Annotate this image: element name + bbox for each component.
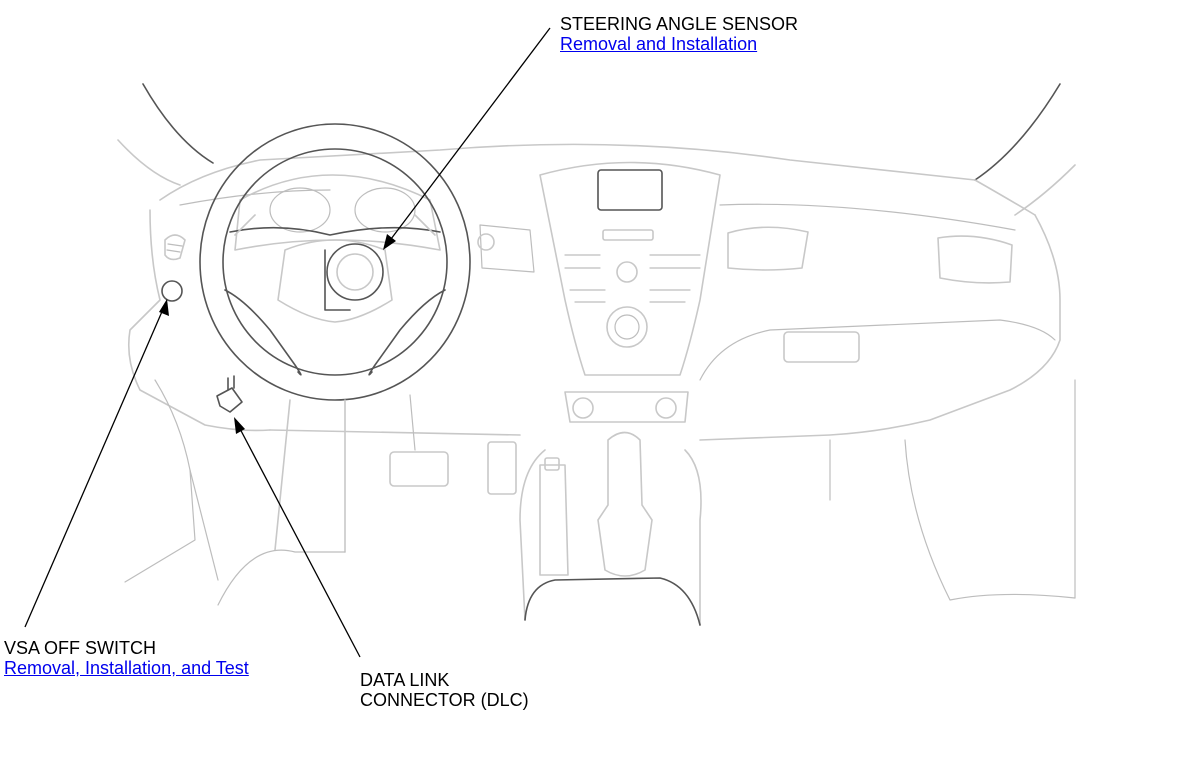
climate-controls xyxy=(564,391,689,423)
vsa-switch-leader xyxy=(24,306,165,628)
windshield-pillars xyxy=(117,83,1076,216)
dlc-label-line1: DATA LINK xyxy=(360,670,450,690)
lower-interior xyxy=(124,379,1076,606)
steering-wheel xyxy=(199,123,471,401)
data-link-connector-shape xyxy=(216,375,243,413)
instrument-cluster xyxy=(234,174,441,251)
steering-sensor-removal-link[interactable]: Removal and Installation xyxy=(560,34,758,54)
vsa-switch-removal-link[interactable]: Removal, Installation, and Test xyxy=(4,658,249,678)
steering-angle-sensor-shape xyxy=(324,243,384,311)
dlc-label-line2: CONNECTOR (DLC) xyxy=(360,690,529,710)
center-stack xyxy=(539,161,721,376)
steering-angle-sensor-callout: STEERING ANGLE SENSOR Removal and Instal… xyxy=(560,14,798,54)
steering-sensor-arrowhead xyxy=(383,234,396,250)
center-console xyxy=(519,431,702,626)
left-vents xyxy=(164,234,186,261)
vsa-off-switch-callout: VSA OFF SWITCH Removal, Installation, an… xyxy=(4,638,249,678)
dlc-arrowhead xyxy=(234,417,245,434)
dashboard-outline xyxy=(127,143,1061,441)
steering-sensor-leader xyxy=(387,27,551,244)
steering-angle-sensor-label: STEERING ANGLE SENSOR xyxy=(560,14,799,34)
callout-leaders xyxy=(24,27,551,658)
data-link-connector-callout: DATA LINK CONNECTOR (DLC) xyxy=(360,670,529,710)
vsa-switch-arrowhead xyxy=(159,299,169,316)
steering-column xyxy=(274,399,346,553)
vsa-off-switch-label: VSA OFF SWITCH xyxy=(4,638,157,658)
pedals xyxy=(389,394,517,495)
vsa-off-switch-shape xyxy=(161,280,183,302)
dlc-leader xyxy=(237,424,361,658)
passenger-panel xyxy=(477,224,1013,363)
